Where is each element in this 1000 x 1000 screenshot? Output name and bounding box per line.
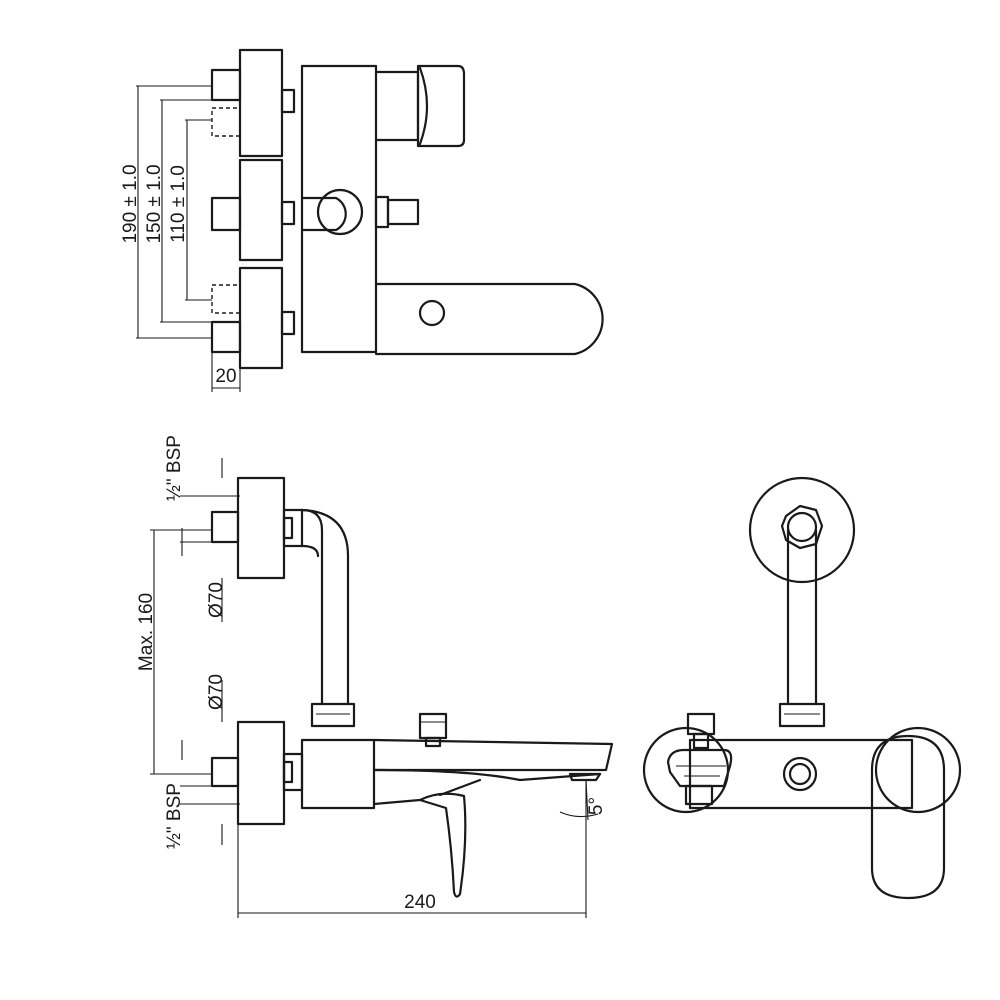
- side-stub-upper: [210, 510, 240, 544]
- side-pipe-left: [300, 508, 324, 706]
- dim-150-lines: [160, 99, 212, 323]
- front-spout-lines: [676, 765, 726, 777]
- dim-dia-bottom-label: Ø70: [206, 674, 227, 710]
- side-pipe-right: [300, 508, 350, 706]
- dim-max160-label: Max. 160: [136, 593, 157, 671]
- top-stub-1: [210, 68, 242, 102]
- top-knob-base: [374, 70, 420, 142]
- dim-20-lines: [211, 352, 241, 392]
- side-diverter: [418, 712, 448, 740]
- side-lever: [418, 792, 467, 898]
- top-valve-body: [300, 64, 378, 354]
- side-diverter-neck: [424, 736, 442, 748]
- dim-190-label: 190 ± 1.0: [120, 164, 141, 243]
- top-diverter-collar: [374, 195, 390, 229]
- side-stub-lower: [210, 756, 240, 788]
- top-lever-hole: [418, 299, 446, 327]
- top-knob: [416, 64, 466, 148]
- dim-240-lines: [237, 780, 587, 918]
- front-pipe-section: [786, 511, 818, 543]
- dim-110-lines: [185, 119, 212, 301]
- front-rosette-right: [874, 726, 962, 814]
- front-diverter-outer: [782, 756, 818, 792]
- dim-bsp-top-label: ½" BSP: [164, 435, 185, 501]
- side-spout-outlet: [568, 772, 602, 782]
- top-stub-3: [210, 320, 242, 354]
- top-pipe-ring: [316, 188, 364, 236]
- dim-dia-top-label: Ø70: [206, 582, 227, 618]
- front-lever: [870, 734, 946, 900]
- side-body: [300, 738, 376, 810]
- side-spout-underside: [372, 768, 602, 797]
- side-lever-joint: [372, 798, 422, 806]
- dim-110-label: 110 ± 1.0: [168, 165, 189, 243]
- top-nut-3: [280, 310, 296, 336]
- dim-20-label: 20: [215, 366, 236, 387]
- side-flange-upper: [236, 476, 286, 580]
- side-view: ½" BSP Max. 160 Ø70 Ø70 ½" BSP 5° 240: [136, 435, 614, 918]
- side-spout: [372, 738, 614, 772]
- dim-bsp-bottom-label: ½" BSP: [164, 783, 185, 849]
- front-pipe-nut: [778, 702, 826, 728]
- side-nut-lower-inner: [282, 760, 294, 784]
- dim-240-label: 240: [404, 892, 436, 913]
- front-spout: [666, 748, 733, 788]
- front-pipe: [786, 528, 818, 706]
- top-stub-1-alt: [211, 107, 241, 137]
- top-stub-2: [210, 196, 242, 232]
- top-nut-2: [280, 200, 296, 226]
- front-rosette-upper: [748, 476, 856, 584]
- top-flange-upper: [238, 48, 284, 158]
- dim-bsp-top-lines: [180, 458, 240, 556]
- top-lever: [374, 282, 604, 356]
- dim-angle-label: 5°: [586, 797, 607, 815]
- side-flange-lower: [236, 720, 286, 826]
- front-view: [642, 476, 962, 900]
- dim-bsp-bottom-lines: [180, 740, 240, 845]
- front-diverter-inner: [788, 762, 812, 786]
- top-flange-middle: [238, 158, 284, 262]
- top-pipe-bend: [300, 196, 347, 232]
- dim-150-label: 150 ± 1.0: [144, 164, 165, 243]
- side-nut-upper-inner: [282, 516, 294, 540]
- top-knob-curve: [418, 66, 429, 146]
- dim-angle-lines: [559, 779, 599, 821]
- top-flange-lower: [238, 266, 284, 370]
- front-knob-neck: [692, 732, 710, 750]
- front-spout-neck: [684, 784, 714, 806]
- top-nut-1: [280, 88, 296, 114]
- top-view: 190 ± 1.0 150 ± 1.0 110 ± 1.0 20: [120, 48, 604, 392]
- dim-max160-lines: [150, 529, 212, 775]
- top-diverter-button: [386, 198, 420, 226]
- dim-190-lines: [136, 85, 212, 339]
- top-stub-3-alt: [211, 284, 241, 314]
- side-pipe-nut: [310, 702, 356, 728]
